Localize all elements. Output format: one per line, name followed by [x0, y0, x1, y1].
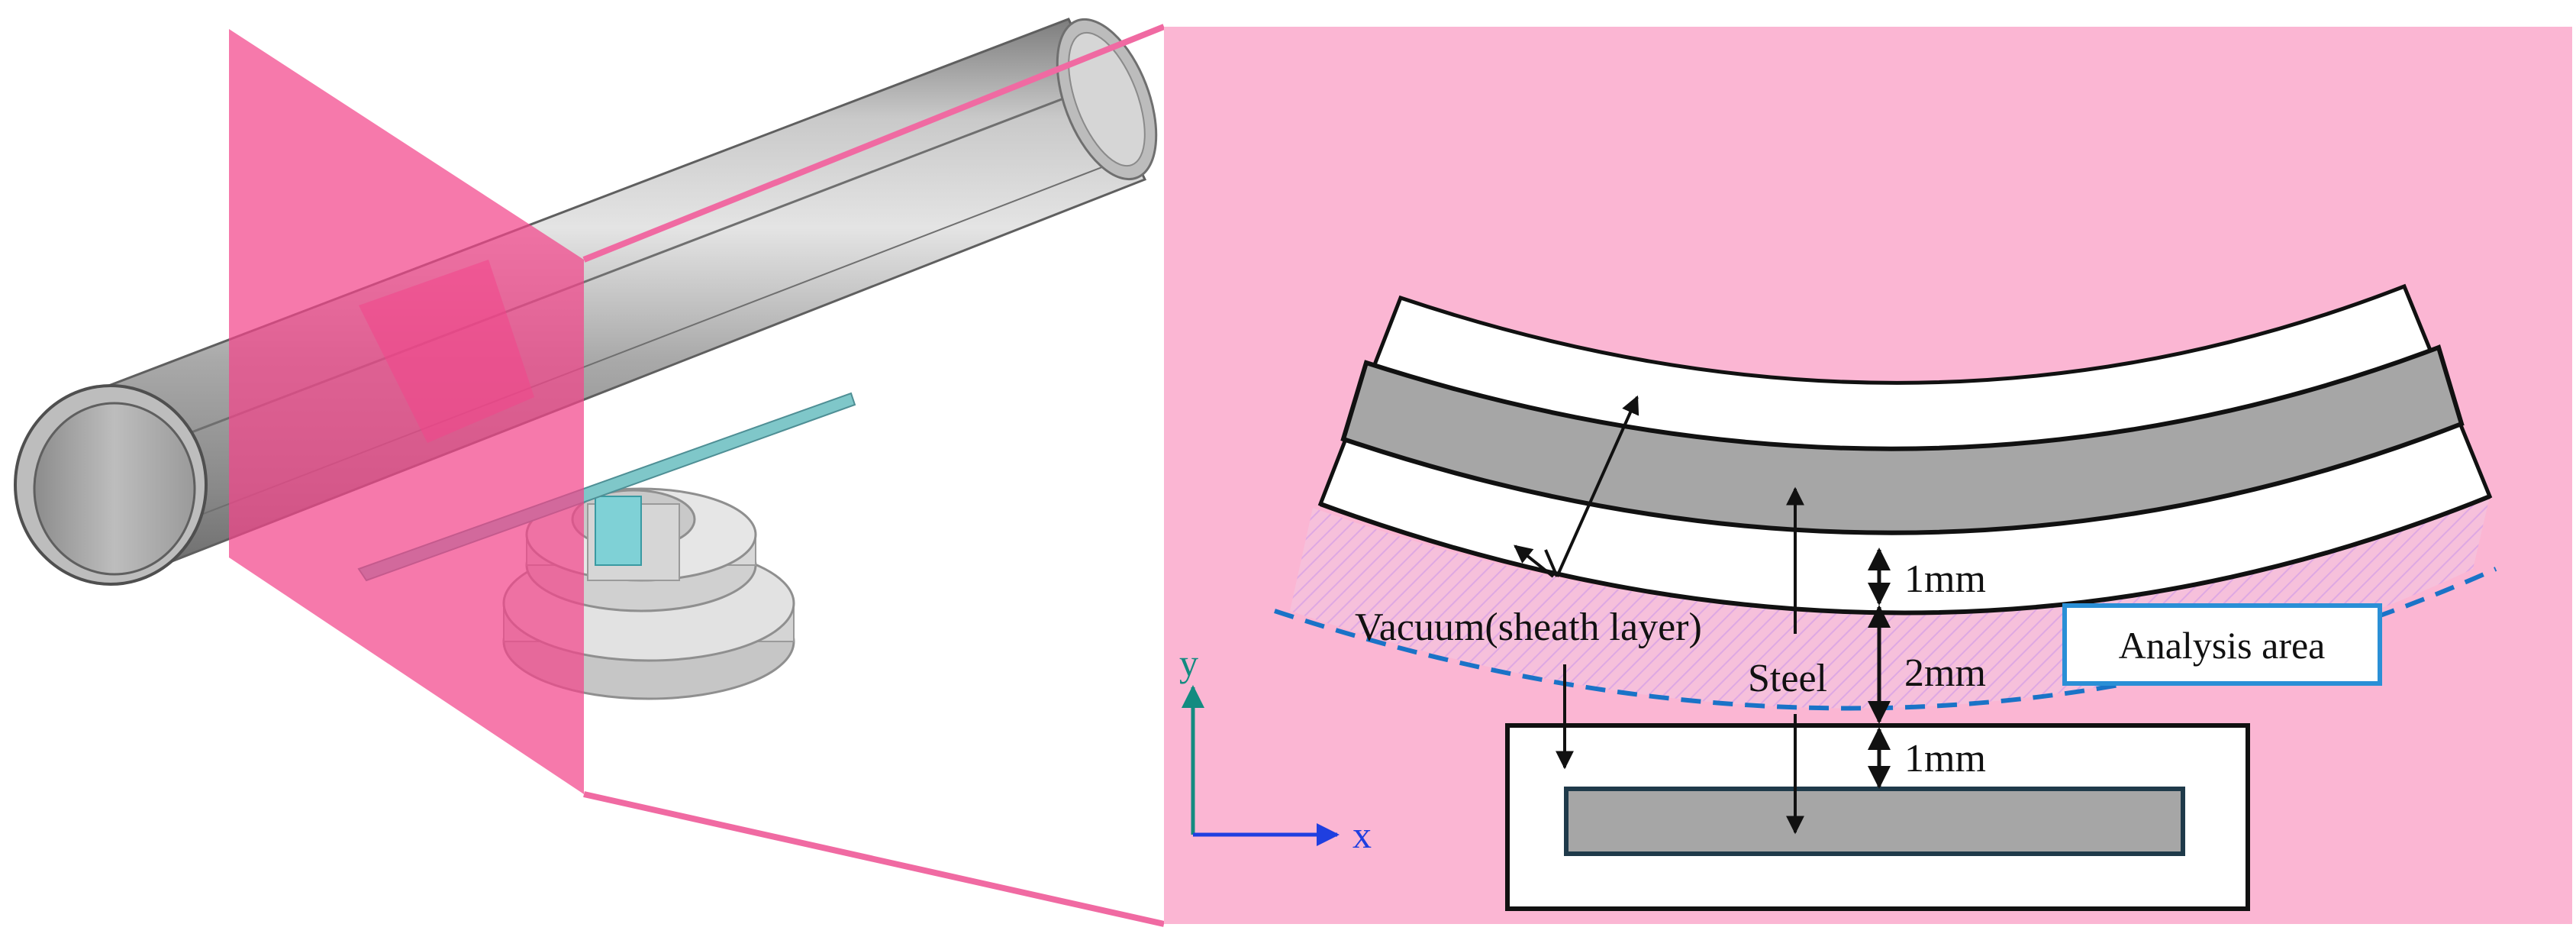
- plate-steel-bar: [1564, 787, 2185, 856]
- dimension-top-label: 1mm: [1904, 557, 1986, 601]
- zoom-connector-lines: [582, 24, 1165, 927]
- steel-label: Steel: [1748, 657, 1827, 700]
- analysis-area-callout: Analysis area: [2062, 603, 2382, 686]
- x-axis-label: x: [1352, 813, 1372, 856]
- zoom-panel: Vacuum(sheath layer) Steel 1mm 2mm 1mm A…: [1164, 27, 2572, 924]
- plate-section: [1505, 723, 2250, 911]
- vacuum-label: Vacuum(sheath layer): [1355, 606, 1702, 649]
- dimension-bottom-label: 1mm: [1904, 737, 1986, 780]
- cut-plane: [229, 29, 584, 794]
- y-axis-label: y: [1179, 641, 1198, 684]
- leader-arrows: [1514, 395, 1804, 835]
- dimension-middle-label: 2mm: [1904, 651, 1986, 695]
- xy-axis-arrows: y x: [1179, 641, 1372, 856]
- analysis-area-label: Analysis area: [2119, 624, 2326, 667]
- pipe-wall-section: [1317, 283, 2493, 616]
- steel-band: [1340, 344, 2465, 535]
- pipe-and-flange-3d-model: [14, 18, 1158, 794]
